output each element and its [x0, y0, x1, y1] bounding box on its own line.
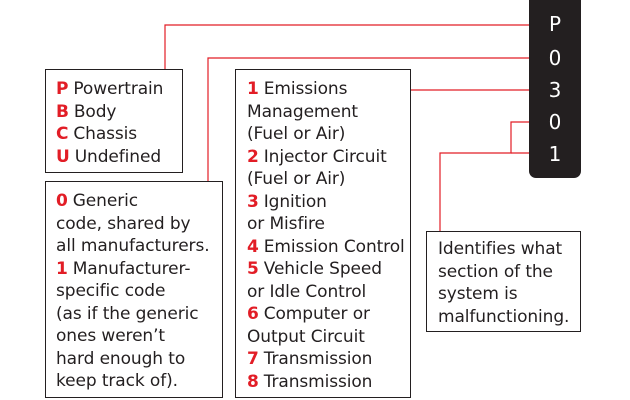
section-description-box: Identifies what section of the system is… — [426, 231, 581, 332]
code-char-3: 3 — [548, 78, 562, 102]
code-type-line: keep track of). — [56, 371, 178, 391]
code-type-line: ones weren’t — [56, 326, 165, 346]
subsystem-line: Management — [247, 101, 358, 122]
code-char-4: 0 — [548, 110, 562, 134]
connector-0 — [207, 57, 535, 181]
code-char-2: 0 — [548, 46, 562, 70]
code-type-line: code, shared by — [56, 213, 191, 234]
section-line: malfunctioning. — [438, 306, 570, 327]
dtc-code-panel: P 0 3 0 1 — [529, 0, 581, 178]
section-line: section of the — [438, 261, 553, 282]
code-char-1: P — [548, 12, 562, 36]
code-char-5: 1 — [548, 142, 562, 166]
code-type-line: (as if the generic — [56, 303, 199, 324]
subsystem-line: Output Circuit — [247, 326, 365, 347]
connector-p — [164, 24, 535, 69]
section-line: Identifies what — [438, 239, 563, 259]
subsystem-line: (Fuel or Air) — [247, 124, 346, 144]
code-type-line: all manufacturers. — [56, 236, 210, 256]
subsystem-line: or Idle Control — [247, 281, 367, 302]
code-type-line: hard enough to — [56, 348, 186, 369]
code-type-line: specific code — [56, 281, 166, 301]
section-line: system is — [438, 284, 518, 304]
subsystem-line: or Misfire — [247, 214, 325, 234]
subsystem-line: (Fuel or Air) — [247, 169, 346, 189]
connector-01 — [439, 121, 535, 231]
